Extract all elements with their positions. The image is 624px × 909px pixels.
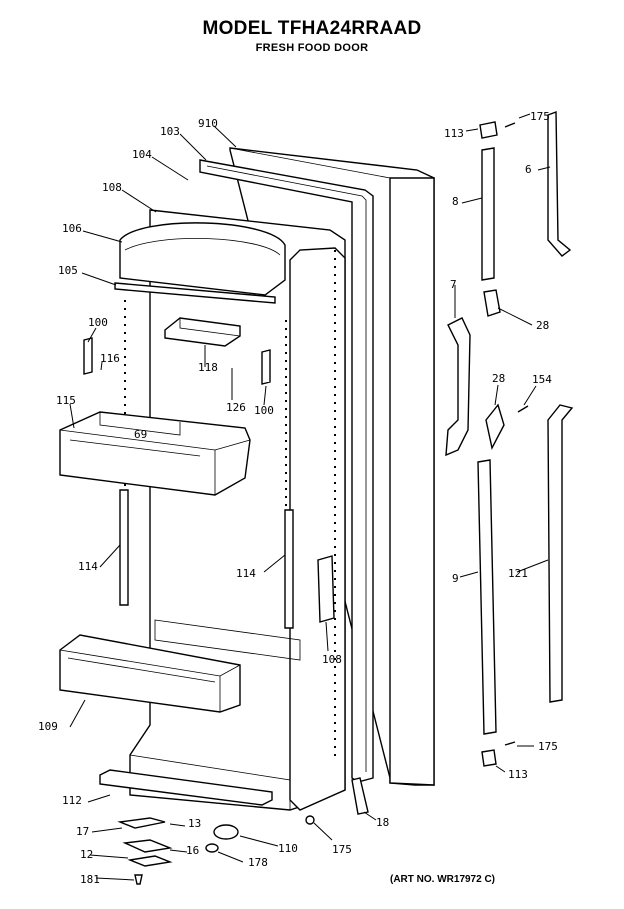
callout-106: 106 [62, 222, 82, 235]
callout-100-left: 100 [88, 316, 108, 329]
callout-175-top: 175 [530, 110, 550, 123]
callout-175-bottom: 175 [332, 843, 352, 856]
callout-910: 910 [198, 117, 218, 130]
callout-18: 18 [376, 816, 389, 829]
handle-mount-upper [481, 147, 495, 281]
callout-115: 115 [56, 394, 76, 407]
callout-126: 126 [226, 401, 246, 414]
handle [445, 317, 471, 457]
vent-cover [317, 555, 335, 623]
handle-screw-mid [517, 405, 529, 413]
callout-108-bottom: 108 [322, 653, 342, 666]
callout-9: 9 [452, 572, 459, 585]
bottom-bin [59, 634, 241, 713]
small-shelf [164, 317, 241, 347]
handle-bracket-lower [485, 403, 505, 451]
leader-lines [69, 113, 551, 881]
dairy-door-cover [119, 222, 286, 296]
spring-washer [205, 843, 219, 853]
callout-17: 17 [76, 825, 89, 838]
callout-104: 104 [132, 148, 152, 161]
callout-105: 105 [58, 264, 78, 277]
hinge-strip [114, 282, 276, 304]
callout-178: 178 [248, 856, 268, 869]
art-number: (ART NO. WR17972 C) [390, 874, 496, 885]
callout-116: 116 [100, 352, 120, 365]
screw [134, 874, 143, 885]
callout-114-right: 114 [236, 567, 256, 580]
door-screw-bottom [305, 815, 315, 825]
handle-screw-bottom [504, 741, 516, 746]
shelf-bin [59, 411, 251, 496]
hinge-cam [127, 855, 173, 867]
handle-bracket-upper [483, 289, 501, 317]
door-stop [213, 824, 239, 840]
callout-118: 118 [198, 361, 218, 374]
model-title: MODEL TFHA24RRAAD [202, 18, 422, 39]
callout-13: 13 [188, 817, 201, 830]
callout-103: 103 [160, 125, 180, 138]
door-seal-strip [351, 777, 369, 815]
callout-110: 110 [278, 842, 298, 855]
callout-28-lower: 28 [492, 372, 505, 385]
callout-69: 69 [134, 428, 147, 441]
section-subtitle: FRESH FOOD DOOR [255, 42, 369, 54]
handle-end-cap-bottom [481, 749, 497, 767]
right-support-clip [261, 349, 271, 385]
callout-112: 112 [62, 794, 82, 807]
handle-mount-lower [477, 459, 497, 735]
callout-109: 109 [38, 720, 58, 733]
callout-100-right: 100 [254, 404, 274, 417]
handle-trim-lower [547, 404, 574, 703]
callout-8: 8 [452, 195, 459, 208]
handle-end-cap-top [479, 121, 498, 139]
right-mounting-rail [284, 509, 294, 629]
callout-16: 16 [186, 844, 199, 857]
handle-trim-upper [547, 110, 572, 257]
callout-154: 154 [532, 373, 552, 386]
callout-28-upper: 28 [536, 319, 549, 332]
callout-113-top: 113 [444, 127, 464, 140]
callout-7: 7 [450, 278, 457, 291]
callout-175-right: 175 [538, 740, 558, 753]
callout-108-top: 108 [102, 181, 122, 194]
callout-6: 6 [525, 163, 532, 176]
callout-121: 121 [508, 567, 528, 580]
left-support-clip [83, 337, 93, 375]
left-mounting-rail [119, 489, 129, 606]
bottom-trim [99, 769, 273, 806]
callout-181: 181 [80, 873, 100, 886]
handle-screw-top [504, 122, 516, 128]
hinge-pin-bracket [117, 817, 166, 829]
callout-12: 12 [80, 848, 93, 861]
hinge-bushing [122, 839, 173, 853]
callout-114-left: 114 [78, 560, 98, 573]
callout-labels: 910 103 104 108 106 105 100 116 118 126 … [38, 110, 558, 886]
callout-113-bottom: 113 [508, 768, 528, 781]
